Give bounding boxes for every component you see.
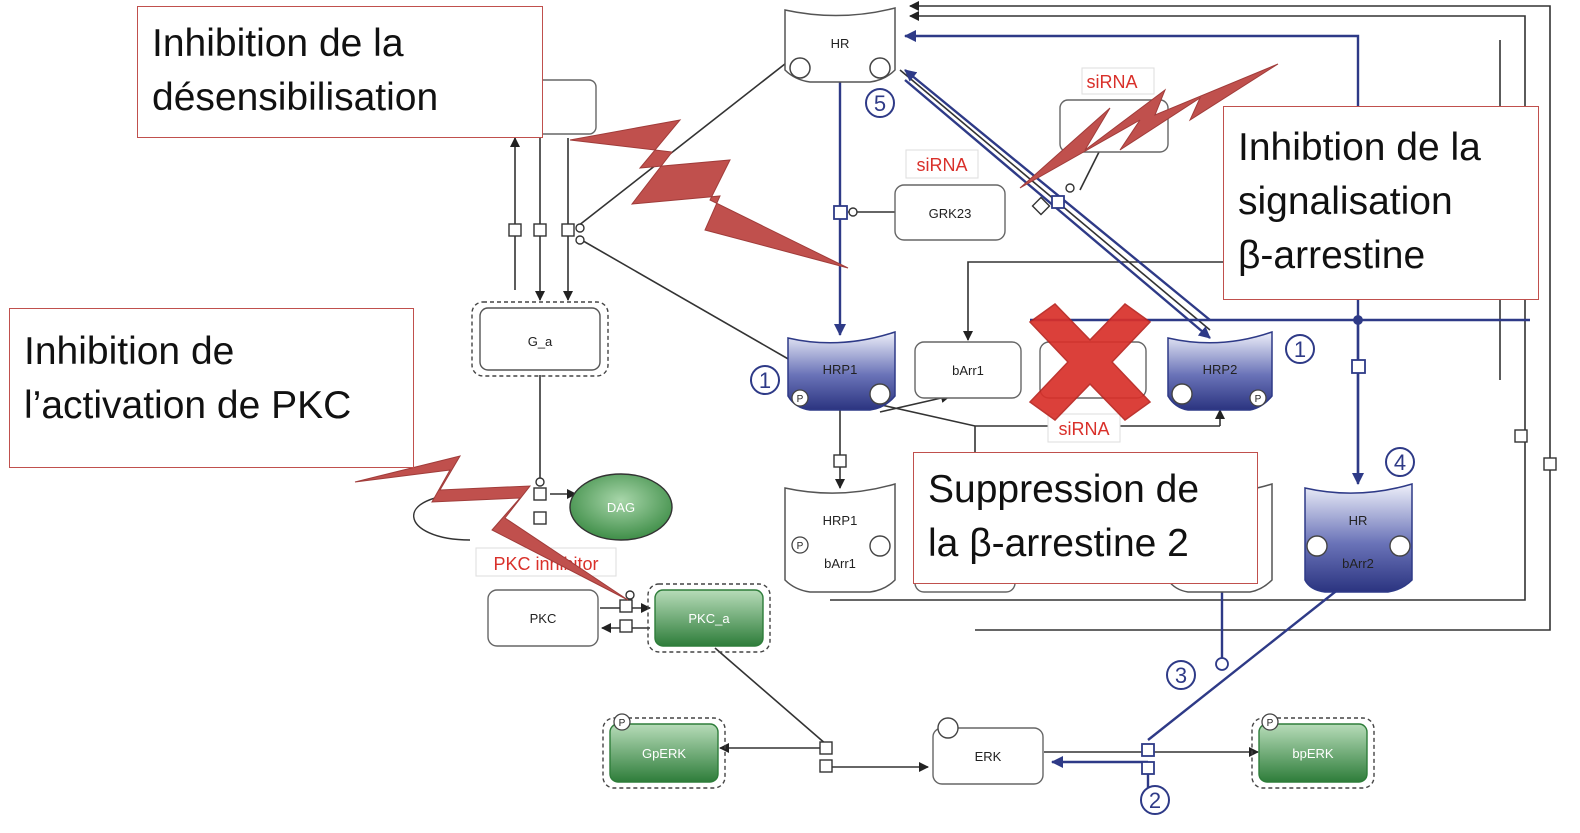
hr-barr2-complex: HR bArr2 — [1304, 482, 1413, 593]
step-badge-4: 4 — [1394, 450, 1406, 475]
complex1-phospho: P — [797, 541, 804, 552]
pkc-a-label: PKC_a — [688, 611, 730, 626]
step-badge-5: 5 — [874, 91, 886, 116]
hr-label: HR — [831, 36, 850, 51]
callout-pkc: Inhibition de l’activation de PKC — [9, 308, 414, 468]
sirna-label-grk: siRNA — [916, 155, 967, 175]
sirna-label-barr2: siRNA — [1058, 419, 1109, 439]
sirna-tag-barr2 — [1047, 413, 1121, 443]
hr-node: HR — [784, 7, 896, 83]
callout-pkc-line2: l’activation de PKC — [24, 384, 352, 427]
gperk-phospho: P — [619, 718, 626, 729]
hrp2-node: P HRP2 — [1167, 330, 1273, 411]
gperk-node: P GpERK — [602, 713, 726, 789]
grk23-node: GRK23 — [894, 184, 1006, 241]
callout-suppression: Suppression de la β-arrestine 2 — [913, 452, 1258, 584]
grk23-label: GRK23 — [929, 206, 972, 221]
callout-supp-line1: Suppression de — [928, 468, 1200, 511]
blue-edges — [834, 30, 1530, 790]
complex2-top-label: HR — [1349, 513, 1368, 528]
suppression-cross-icon — [1028, 303, 1152, 421]
sirna-tag-grk — [905, 149, 979, 179]
callout-desensitization: Inhibition de la désensibilisation — [137, 6, 543, 138]
step-badge-1a: 1 — [759, 368, 771, 393]
sirna-tag-top — [1081, 67, 1155, 95]
step-badge-2: 2 — [1149, 788, 1161, 813]
connectors — [508, 183, 1557, 773]
blue-connectors — [833, 195, 1366, 775]
callout-desens-line2: désensibilisation — [152, 76, 439, 119]
callout-desens-line1: Inhibition de la — [152, 22, 404, 65]
erk-node: ERK — [932, 717, 1044, 785]
hrp2-phospho: P — [1255, 394, 1262, 405]
barr1-node: bArr1 — [914, 341, 1022, 399]
lightning-bolts — [354, 63, 1279, 601]
step-badge-1b: 1 — [1294, 337, 1306, 362]
step-badge-3: 3 — [1175, 663, 1187, 688]
step-badges — [750, 88, 1415, 815]
bolt-pkc-icon — [354, 455, 629, 601]
callout-barr-line3: β-arrestine — [1238, 234, 1426, 277]
bperk-node: P bpERK — [1251, 713, 1375, 789]
bolt-barrestin-icon — [1019, 63, 1279, 189]
callout-barr-line2: signalisation — [1238, 180, 1453, 223]
g-a-node: G_a — [471, 301, 609, 377]
g-a-label: G_a — [528, 334, 553, 349]
hrp2-label: HRP2 — [1203, 362, 1238, 377]
hrp1-label: HRP1 — [823, 362, 858, 377]
dag-label: DAG — [607, 500, 635, 515]
callout-barr-line1: Inhibtion de la — [1238, 126, 1481, 169]
sirna-label-top: siRNA — [1086, 72, 1137, 92]
callout-supp-line2: la β-arrestine 2 — [928, 522, 1189, 565]
bperk-phospho: P — [1267, 718, 1274, 729]
hrp1-barr1-complex: P HRP1 bArr1 — [784, 483, 896, 593]
bolt-desensitization-icon — [569, 119, 849, 269]
pkc-node: PKC — [487, 589, 599, 647]
pkc-label: PKC — [530, 611, 557, 626]
erk-label: ERK — [975, 749, 1002, 764]
complex1-bottom-label: bArr1 — [824, 556, 856, 571]
complex2-bottom-label: bArr2 — [1342, 556, 1374, 571]
hrp1-node: P HRP1 — [787, 330, 896, 411]
pkc-a-node: PKC_a — [647, 583, 771, 653]
complex1-top-label: HRP1 — [823, 513, 858, 528]
bperk-label: bpERK — [1292, 746, 1334, 761]
gperk-label: GpERK — [642, 746, 686, 761]
callout-pkc-line1: Inhibition de — [24, 330, 235, 373]
barr1-label: bArr1 — [952, 363, 984, 378]
callout-barrestin: Inhibtion de la signalisation β-arrestin… — [1223, 106, 1539, 300]
dag-node: DAG — [413, 473, 673, 541]
hrp1-phospho: P — [797, 394, 804, 405]
